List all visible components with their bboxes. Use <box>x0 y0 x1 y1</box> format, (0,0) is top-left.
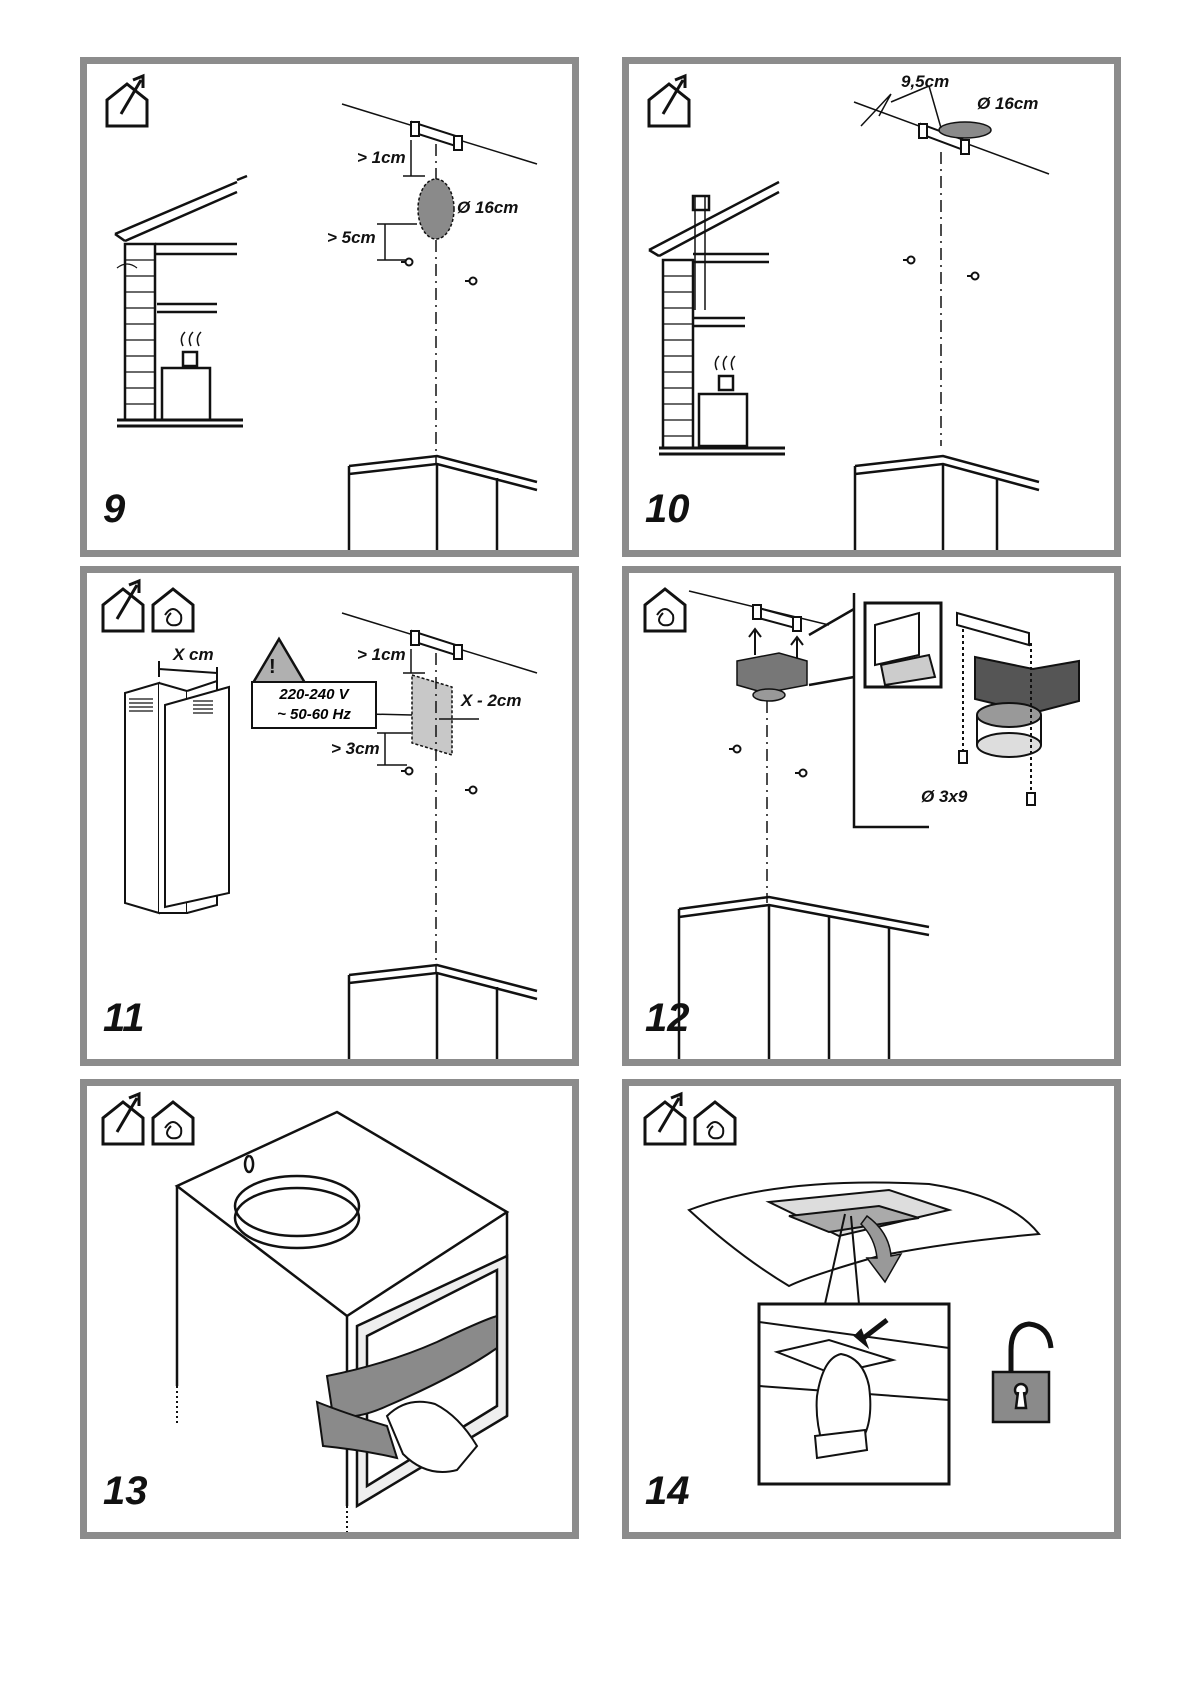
kitchen-cabinet <box>677 895 930 1059</box>
detail-inset <box>863 601 943 689</box>
offset-label: 9,5cm <box>901 72 950 91</box>
padlock-open-icon <box>991 1321 1054 1424</box>
hood-glass-canopy <box>687 1181 1041 1288</box>
adapter-box <box>736 652 808 702</box>
dimension-arrows <box>377 140 425 261</box>
house-duct-icon <box>105 73 149 128</box>
kitchen-cabinet <box>347 963 538 1059</box>
house-duct-icon <box>643 1091 687 1146</box>
kitchen-cabinet <box>347 454 538 550</box>
step-number: 10 <box>645 487 690 531</box>
step-14-illustration <box>643 1091 1054 1486</box>
step-11-illustration <box>101 578 538 1059</box>
step-10-illustration <box>647 73 1050 550</box>
step-number: 13 <box>103 1469 148 1513</box>
house-duct-icon <box>101 1091 145 1146</box>
hand <box>385 1400 479 1473</box>
mounting-bracket <box>752 604 802 632</box>
frequency-label: ~ 50-60 Hz <box>277 706 351 723</box>
step-9-panel: > 1cm Ø 16cm > 5cm 9 <box>80 57 579 557</box>
detail-bracket-and-adapter <box>956 611 1080 758</box>
duct-diameter-label: Ø 16cm <box>977 94 1039 113</box>
house-recirculation-icon <box>693 1100 737 1146</box>
duct-hole <box>417 178 455 240</box>
down-arrow <box>860 1214 903 1284</box>
house-recirculation-icon <box>151 587 195 633</box>
step-11-panel: ! X cm > 1cm X - 2cm > 3cm 220-240 V ~ 5… <box>80 566 579 1066</box>
step-14-panel: 14 <box>622 1079 1121 1539</box>
up-arrows <box>748 627 804 665</box>
kitchen-cabinet <box>853 454 1040 550</box>
mounting-bracket <box>918 122 970 155</box>
warning-sign <box>250 636 308 685</box>
house-recirculation-icon <box>643 587 687 633</box>
step-number: 14 <box>645 1469 690 1513</box>
house-cross-section <box>648 180 785 456</box>
wall-screws <box>729 744 808 778</box>
step-13-illustration <box>101 1091 510 1532</box>
mounting-bracket <box>410 120 463 151</box>
power-socket-area <box>411 673 453 757</box>
step-number: 11 <box>103 996 145 1040</box>
wall-screws <box>401 766 478 795</box>
step-12-panel: Ø 3x9 12 <box>622 566 1121 1066</box>
warning-mark: ! <box>269 656 276 678</box>
detail-screws <box>958 629 1036 806</box>
mounting-bracket <box>410 629 463 660</box>
detail-callout-frame <box>808 593 929 829</box>
socket-offset-label: X - 2cm <box>461 691 522 710</box>
house-duct-icon <box>101 578 145 633</box>
house-cross-section <box>114 174 248 428</box>
step-12-illustration <box>643 587 1080 1059</box>
step-9-illustration <box>105 73 538 550</box>
gap-top-label: > 1cm <box>357 645 406 664</box>
step-number: 9 <box>103 487 126 531</box>
screw-size-label: Ø 3x9 <box>921 787 968 806</box>
chimney-width-label: X cm <box>173 645 214 664</box>
electrical-warning-box: 220-240 V ~ 50-60 Hz <box>251 681 377 729</box>
hand <box>813 1352 872 1460</box>
house-recirculation-icon <box>151 1100 195 1146</box>
protective-film <box>315 1314 498 1460</box>
step-10-panel: 9,5cm Ø 16cm 10 <box>622 57 1121 557</box>
duct-diameter-label: Ø 16cm <box>457 198 519 217</box>
step-13-panel: 13 <box>80 1079 579 1539</box>
offset-dimension <box>860 85 942 129</box>
house-duct-icon <box>647 73 691 128</box>
wall-screws <box>401 257 478 286</box>
voltage-label: 220-240 V <box>279 686 349 703</box>
gap-bottom-label: > 5cm <box>327 228 376 247</box>
gap-top-label: > 1cm <box>357 148 406 167</box>
dashed-edges <box>176 1386 348 1532</box>
duct-hole <box>938 121 992 139</box>
gap-bottom-label: > 3cm <box>331 739 380 758</box>
chimney-covers <box>124 661 230 915</box>
wall-screws <box>903 255 980 281</box>
step-number: 12 <box>645 996 690 1040</box>
